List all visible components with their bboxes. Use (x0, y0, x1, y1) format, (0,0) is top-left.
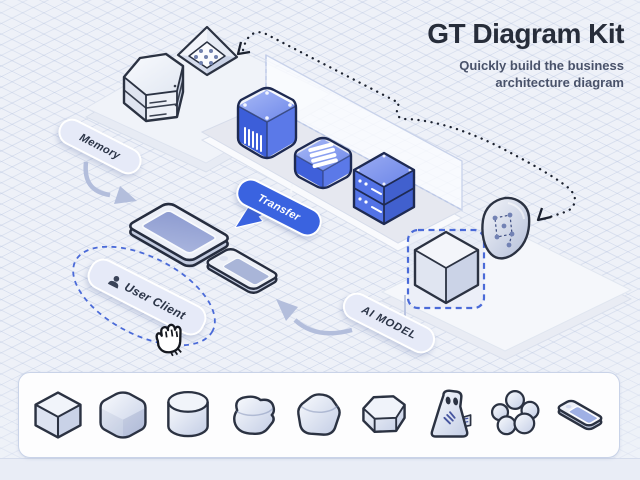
rounded-prism-icon (297, 393, 341, 436)
subtitle-line-1: Quickly build the business (459, 58, 624, 73)
palette-item-cylinder[interactable] (157, 382, 219, 448)
cylinder-icon (167, 390, 210, 438)
title-block: GT Diagram Kit Quickly build the busines… (427, 18, 624, 91)
palette-item-rounded-prism[interactable] (288, 382, 350, 448)
palette-item-robot[interactable] (419, 382, 481, 448)
rack-server-cube-shape[interactable] (352, 151, 416, 226)
phone-shape[interactable] (205, 248, 280, 295)
hexagon-server-shape[interactable] (122, 52, 185, 123)
page-title: GT Diagram Kit (427, 18, 624, 49)
palette-item-sphere-cluster[interactable] (484, 382, 546, 448)
palette-item-cloud-block[interactable] (223, 382, 285, 448)
cube-icon (33, 391, 82, 439)
user-icon (107, 275, 120, 289)
palette-item-phone[interactable] (549, 382, 611, 448)
robot-icon (430, 389, 472, 438)
palette-item-hexagon-prism[interactable] (353, 382, 415, 448)
hexagon-prism-icon (362, 395, 407, 434)
cloud-block-icon (232, 395, 275, 436)
shape-palette (18, 372, 620, 458)
phone-icon (551, 386, 609, 444)
rounded-cube-icon (99, 391, 147, 439)
bottom-strip (0, 458, 640, 480)
palette-item-rounded-cube[interactable] (92, 382, 154, 448)
sphere-cluster-icon (490, 390, 540, 436)
arrowhead-to-shield (536, 207, 552, 222)
subtitle-line-2: architecture diagram (495, 75, 624, 90)
grab-cursor (148, 316, 190, 363)
palette-item-cube[interactable] (27, 382, 89, 448)
